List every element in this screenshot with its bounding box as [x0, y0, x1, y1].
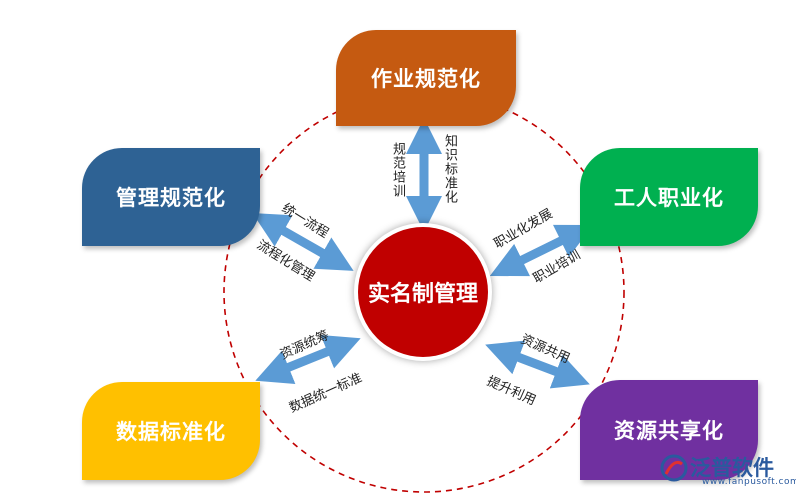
center-label: 实名制管理 — [367, 282, 478, 307]
node-left-top: 管理规范化 — [82, 148, 260, 246]
node-top: 作业规范化 — [336, 30, 516, 126]
brand-url: www.fanpusoft.com — [702, 477, 796, 487]
node-left-bottom: 数据标准化 — [82, 382, 260, 480]
node-right-bottom: 资源共享化 — [580, 380, 758, 480]
center-node: 实名制管理 — [358, 227, 488, 357]
node-left-bottom-label: 数据标准化 — [116, 420, 226, 444]
node-top-label: 作业规范化 — [371, 67, 481, 91]
node-right-top: 工人职业化 — [580, 148, 758, 246]
label-top-right: 知识标准化 — [442, 134, 457, 204]
node-right-bottom-label: 资源共享化 — [614, 419, 724, 443]
arrow-left-bottom — [255, 335, 361, 384]
brand-logo: 泛普软件 www.fanpusoft.com — [660, 452, 796, 492]
arrow-right-top — [489, 224, 594, 277]
dashed-ring — [223, 91, 625, 493]
connector-arrows — [252, 118, 594, 389]
brand-mark-icon — [660, 454, 688, 482]
brand-name: 泛普软件 — [690, 456, 774, 480]
arrow-right-bottom — [485, 340, 590, 389]
arrow-left-top — [252, 213, 354, 271]
node-left-top-label: 管理规范化 — [116, 186, 226, 210]
label-top-left: 规范培训 — [390, 142, 405, 198]
node-right-top-label: 工人职业化 — [614, 186, 724, 210]
